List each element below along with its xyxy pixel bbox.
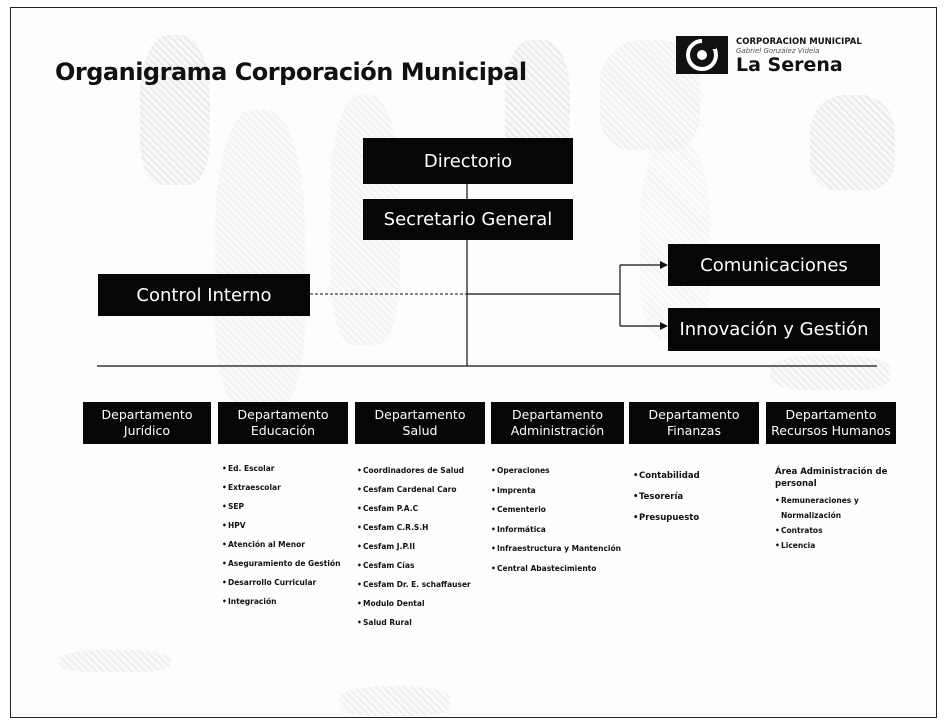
list-item: Presupuesto — [633, 513, 758, 534]
secretario-general-box: Secretario General — [363, 199, 573, 240]
list-header: Área Administración de personal — [775, 467, 888, 489]
list-item: HPV — [222, 521, 350, 540]
list-item: Cementerio — [491, 505, 625, 525]
dept-label-line1: Departamento — [512, 407, 603, 422]
page-title: Organigrama Corporación Municipal — [55, 58, 527, 86]
finanzas-item-list: Contabilidad Tesorería Presupuesto — [633, 471, 758, 534]
background-figure — [810, 95, 895, 190]
dept-label-line1: Departamento — [101, 407, 193, 422]
salud-item-list: Coordinadores de Salud Cesfam Cardenal C… — [357, 466, 487, 637]
spiral-logo-icon — [676, 36, 728, 74]
dept-label-line1: Departamento — [374, 407, 466, 422]
list-item: Aseguramiento de Gestión — [222, 559, 350, 578]
list-item: Central Abastecimiento — [491, 564, 625, 584]
list-item: Cesfam C.R.S.H — [357, 523, 487, 542]
list-item: Cesfam Dr. E. schaffauser — [357, 580, 487, 599]
comunicaciones-box: Comunicaciones — [668, 244, 880, 286]
background-figure — [640, 140, 710, 340]
dept-label-line1: Departamento — [785, 407, 877, 422]
logo-text-line1: CORPORACION MUNICIPAL — [736, 37, 862, 47]
innovacion-gestion-box: Innovación y Gestión — [668, 308, 880, 351]
list-item: Cesfam Cías — [357, 561, 487, 580]
logo-text-line2: Gabriel González Videla — [736, 47, 820, 55]
list-item: Atención al Menor — [222, 540, 350, 559]
background-figure — [215, 110, 305, 410]
educacion-item-list: Ed. Escolar Extraescolar SEP HPV Atenció… — [222, 464, 350, 616]
dept-label-line2: Administración — [510, 423, 605, 438]
dept-label-line2: Finanzas — [666, 423, 721, 438]
list-item: Salud Rural — [357, 618, 487, 637]
control-interno-box: Control Interno — [98, 274, 310, 316]
dept-label-line2: Recursos Humanos — [771, 423, 891, 438]
dept-label-line1: Departamento — [648, 407, 740, 422]
list-item: Informática — [491, 525, 625, 545]
list-item: Coordinadores de Salud — [357, 466, 487, 485]
list-item: SEP — [222, 502, 350, 521]
list-item: Infraestructura y Mantención — [491, 544, 625, 564]
background-figure — [770, 355, 890, 390]
dept-label-line2: Salud — [402, 423, 438, 438]
dept-label-line2: Jurídico — [123, 423, 171, 438]
list-item: Desarrollo Curricular — [222, 578, 350, 597]
logo-text-line3: La Serena — [736, 54, 843, 76]
background-figure — [60, 650, 170, 672]
background-figure — [140, 35, 210, 185]
dept-label-line2: Educación — [250, 423, 316, 438]
list-item: Contratos — [775, 523, 897, 538]
list-item: Remuneraciones y Normalización — [775, 493, 897, 523]
directorio-box: Directorio — [363, 138, 573, 184]
list-item: Tesorería — [633, 492, 758, 513]
list-item: Licencia — [775, 538, 897, 553]
list-item: Operaciones — [491, 466, 625, 486]
list-item: Contabilidad — [633, 471, 758, 492]
background-figure — [340, 686, 450, 716]
administracion-item-list: Operaciones Imprenta Cementerio Informát… — [491, 466, 625, 583]
recursos-humanos-item-list: Área Administración de personal Remunera… — [775, 466, 897, 553]
list-item: Cesfam P.A.C — [357, 504, 487, 523]
list-item: Extraescolar — [222, 483, 350, 502]
list-item: Modulo Dental — [357, 599, 487, 618]
dept-label-line1: Departamento — [237, 407, 329, 422]
list-item: Imprenta — [491, 486, 625, 506]
list-item: Cesfam Cardenal Caro — [357, 485, 487, 504]
list-item: Ed. Escolar — [222, 464, 350, 483]
list-item: Cesfam J.P.II — [357, 542, 487, 561]
list-item: Integración — [222, 597, 350, 616]
